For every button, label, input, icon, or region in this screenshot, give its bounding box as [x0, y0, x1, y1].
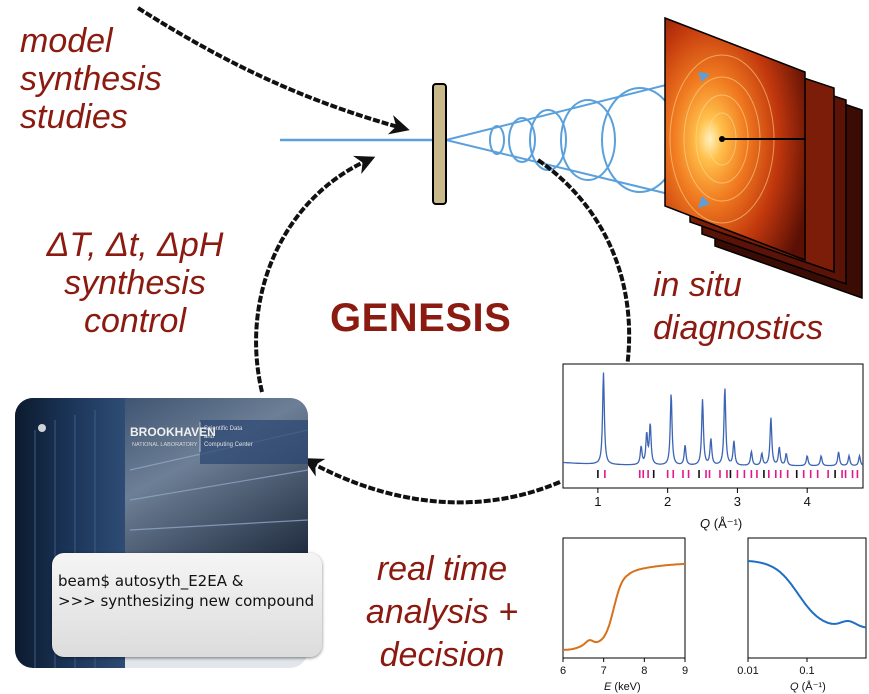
arrow-to-control: [254, 155, 376, 393]
sample-holder: [432, 83, 447, 205]
xanes-xticks: 6 7 8 9: [560, 658, 688, 677]
saxs-xtick-label: 0.01: [737, 665, 758, 677]
xanes-xlabel-var: E: [604, 681, 612, 693]
diffraction-xtick-label: 3: [734, 494, 741, 509]
reflection-ticks: [597, 470, 859, 478]
saxs-xlabel-unit: (Å⁻¹): [799, 680, 826, 693]
label-model-synthesis: model synthesis studies: [20, 22, 162, 136]
genesis-title: GENESIS: [330, 296, 512, 340]
label-studies: studies: [20, 98, 128, 136]
xanes-curve: [563, 562, 685, 651]
xanes-xlabel: E (keV): [604, 681, 641, 693]
diffraction-xtick-label: 4: [804, 494, 811, 509]
diffraction-xtick-label: 2: [664, 494, 671, 509]
label-diagnostics: diagnostics: [653, 309, 824, 347]
arrow-model-synthesis: [136, 6, 410, 135]
saxs-xtick-label: 0.1: [799, 665, 814, 677]
label-real-time: real time analysis + decision: [352, 550, 532, 674]
diffraction-xlabel: Q (Å⁻¹): [700, 516, 742, 531]
xanes-plot: 6 7 8 9 E (keV): [560, 537, 688, 693]
diffraction-xlabel-unit: (Å⁻¹): [710, 516, 742, 531]
detector-stack: [664, 16, 863, 300]
diffraction-pattern-line: [562, 372, 864, 467]
label-control: control: [83, 302, 187, 340]
saxs-plot: 0.01 0.1 Q (Å⁻¹): [737, 537, 867, 693]
diffraction-plot: 1 2 3 4 Q (Å⁻¹): [562, 363, 864, 531]
label-delta-params: ΔT, Δt, ΔpH: [46, 226, 224, 264]
label-real-time-text: real time: [376, 550, 508, 588]
terminal-line-2: >>> synthesizing new compound: [58, 592, 315, 610]
saxs-xticks: 0.01 0.1: [737, 658, 815, 677]
label-in-situ: in situ diagnostics: [653, 266, 823, 347]
sign-center-3: Computing Center: [204, 442, 253, 448]
terminal-window: beam$ autosyth_E2EA & >>> synthesizing n…: [52, 553, 322, 657]
diffraction-xticks: 1 2 3 4: [594, 488, 811, 509]
diffraction-xlabel-var: Q: [700, 516, 710, 531]
saxs-xlabel: Q (Å⁻¹): [790, 680, 826, 693]
sign-center-2: and: [204, 434, 214, 440]
xanes-xtick-label: 6: [560, 665, 566, 677]
saxs-curve: [748, 560, 867, 629]
label-decision: decision: [379, 636, 505, 674]
saxs-xlabel-var: Q: [790, 681, 799, 693]
label-synthesis-control: ΔT, Δt, ΔpH synthesis control: [24, 226, 246, 340]
xanes-xtick-label: 9: [682, 665, 688, 677]
xanes-xtick-label: 8: [641, 665, 647, 677]
label-in-situ-text: in situ: [653, 266, 742, 304]
beam-arrow-tips: [698, 72, 710, 208]
sign-sub: NATIONAL LABORATORY: [132, 442, 198, 448]
sign-center-1: Scientific Data: [204, 426, 243, 432]
xanes-xtick-label: 7: [601, 665, 607, 677]
diffraction-xtick-label: 1: [594, 494, 601, 509]
xanes-xlabel-unit: (keV): [611, 681, 640, 693]
terminal-line-1: beam$ autosyth_E2EA &: [58, 572, 244, 590]
label-model: model: [20, 22, 113, 60]
sign-name: BROOKHAVEN: [130, 425, 216, 439]
arrow-to-analysis: [302, 458, 561, 505]
cycle-arrows: [136, 6, 632, 505]
label-synthesis: synthesis: [20, 60, 162, 98]
label-analysis: analysis +: [365, 593, 519, 631]
label-synthesis-2: synthesis: [64, 264, 206, 302]
